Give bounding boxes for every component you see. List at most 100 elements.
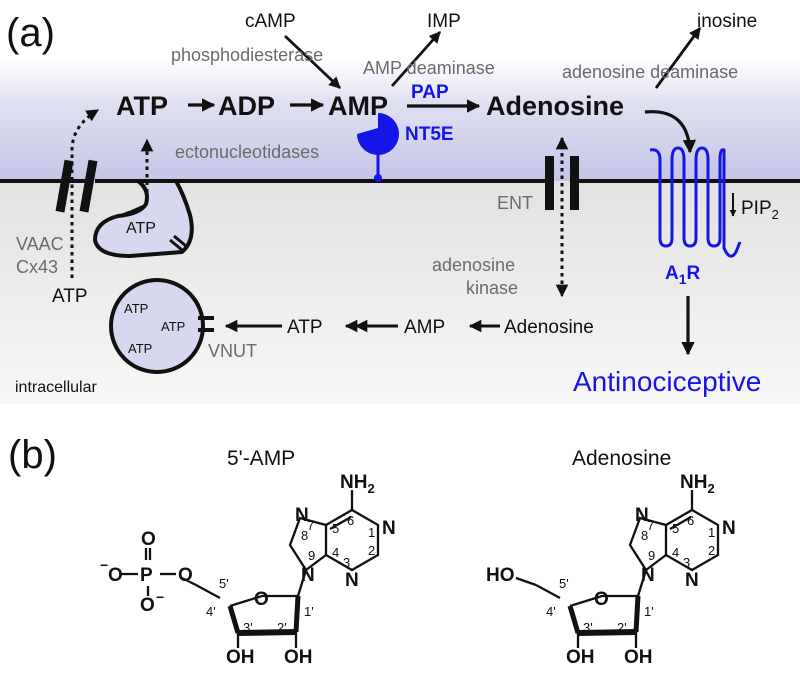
ado-num-6: 6 xyxy=(687,513,694,528)
ado-ring-o: O xyxy=(594,589,609,610)
atp-label: ATP xyxy=(116,91,168,121)
chain-amp-label: AMP xyxy=(404,317,445,338)
arrow-adenosine-inosine xyxy=(654,27,702,89)
adp-label: ADP xyxy=(218,91,275,121)
atp-release-label: ATP xyxy=(52,286,88,307)
amp-deaminase-label: AMP deaminase xyxy=(363,58,495,78)
amp-n9: N xyxy=(301,565,315,586)
panel-b-label: (b) xyxy=(8,433,57,477)
amp-num-8: 8 xyxy=(301,528,308,543)
extracellular-region xyxy=(0,60,800,181)
vesicle-atp-3: ATP xyxy=(128,341,152,356)
pap-label: PAP xyxy=(411,82,449,103)
arrow-amp-imp xyxy=(390,31,442,87)
inosine-label: inosine xyxy=(697,11,757,32)
vnut-marker-pocket xyxy=(169,234,187,252)
amp-o-bottom: O xyxy=(140,595,155,616)
amp-num-6: 6 xyxy=(347,513,354,528)
amp-minus-1: − xyxy=(100,557,108,573)
vaac-channel-left xyxy=(55,159,74,213)
ado-num-5: 5 xyxy=(672,521,679,536)
ado-num-3: 3 xyxy=(683,555,690,570)
amp-o-bridge: O xyxy=(178,565,193,586)
ectonucleotidases-label: ectonucleotidases xyxy=(175,142,319,162)
sugar-bold-left xyxy=(227,605,241,634)
vesicle-atp-2: ATP xyxy=(161,319,185,334)
ado-num-8: 8 xyxy=(641,528,648,543)
ent-transporter-right xyxy=(570,156,579,210)
nt5e-label: NT5E xyxy=(405,124,454,145)
amp-num-9: 9 xyxy=(308,548,315,563)
amp-ring-o: O xyxy=(254,589,269,610)
ado-n3: N xyxy=(685,570,699,591)
a1r-label: A1R xyxy=(665,263,701,287)
panel-a-label: (a) xyxy=(6,11,55,55)
ado-ho: HO xyxy=(486,565,515,586)
ado-num-2p: 2' xyxy=(617,620,627,635)
ado-num-1p: 1' xyxy=(644,604,654,619)
amp-num-7: 7 xyxy=(307,518,314,533)
amp-num-3: 3 xyxy=(343,555,350,570)
antinociceptive-label: Antinociceptive xyxy=(573,366,761,397)
ado-num-9: 9 xyxy=(648,548,655,563)
adenosine-label: Adenosine xyxy=(486,91,624,121)
ado-num-4: 4 xyxy=(672,545,679,560)
ado-num-3p: 3' xyxy=(583,620,593,635)
adenosine-deaminase-label: adenosine deaminase xyxy=(562,62,738,82)
a1-receptor-icon xyxy=(649,146,742,258)
amp-o-top: O xyxy=(141,529,156,550)
sugar-bold-left xyxy=(567,605,581,634)
arrow-vaac-release xyxy=(70,108,100,278)
arrow-adenosine-receptor xyxy=(644,110,697,154)
vesicle-atp-label: ATP xyxy=(126,220,156,237)
amp-num-2: 2 xyxy=(368,543,375,558)
amp-num-2p: 2' xyxy=(277,620,287,635)
ado-num-1: 1 xyxy=(708,525,715,540)
sugar-bold-bond xyxy=(237,629,297,636)
vnut-transporter-icon xyxy=(198,316,214,332)
molecule-5amp: 5'-AMP xyxy=(100,447,396,668)
ado-num-5p: 5' xyxy=(559,576,569,591)
intracellular-label: intracellular xyxy=(15,379,97,396)
ado-oh-2: OH xyxy=(624,647,653,668)
panel-a-text: (a) ATP ADP AMP Adenosine cAMP IMP inosi… xyxy=(6,11,779,397)
amp-num-4p: 4' xyxy=(206,604,216,619)
nt5e-enzyme-icon xyxy=(357,113,399,182)
fusing-vesicle xyxy=(93,179,194,258)
camp-label: cAMP xyxy=(245,11,296,32)
ado-n1: N xyxy=(722,518,736,539)
vaac-label: VAAC xyxy=(16,234,64,254)
ado-n7: N xyxy=(635,505,649,526)
amp-n7: N xyxy=(295,505,309,526)
amp-p: P xyxy=(140,565,153,586)
phosphodiesterase-label: phosphodiesterase xyxy=(171,45,323,65)
amp-nh2: NH2 xyxy=(340,472,375,496)
chain-adenosine-label: Adenosine xyxy=(504,317,594,338)
chain-atp-label: ATP xyxy=(287,317,323,338)
vaac-channel-right xyxy=(79,159,98,213)
amp-n3: N xyxy=(345,570,359,591)
amp-minus-2: − xyxy=(156,589,164,605)
adenosine-kinase-line1: adenosine xyxy=(432,255,515,275)
vnut-label: VNUT xyxy=(208,341,257,361)
panel-a-arrows xyxy=(70,27,737,356)
amp-num-5p: 5' xyxy=(219,576,229,591)
molecule-adenosine: Adenosine NH2 N N N N O OH OH HO 8 7 9 xyxy=(486,447,736,668)
molecule-adenosine-title: Adenosine xyxy=(572,447,671,470)
amp-label: AMP xyxy=(328,91,388,121)
ado-n9: N xyxy=(641,565,655,586)
ado-num-2: 2 xyxy=(708,543,715,558)
amp-o-left: O xyxy=(108,565,123,586)
amp-num-3p: 3' xyxy=(243,620,253,635)
ado-num-7: 7 xyxy=(647,518,654,533)
amp-num-4: 4 xyxy=(332,545,339,560)
arrow-camp-amp xyxy=(284,34,341,90)
amp-num-1: 1 xyxy=(368,525,375,540)
amp-num-1p: 1' xyxy=(304,604,314,619)
amp-n1: N xyxy=(382,518,396,539)
molecule-5amp-bonds xyxy=(120,490,380,648)
vesicle-atp-1: ATP xyxy=(124,301,148,316)
imp-label: IMP xyxy=(427,11,461,32)
amp-num-5: 5 xyxy=(332,521,339,536)
